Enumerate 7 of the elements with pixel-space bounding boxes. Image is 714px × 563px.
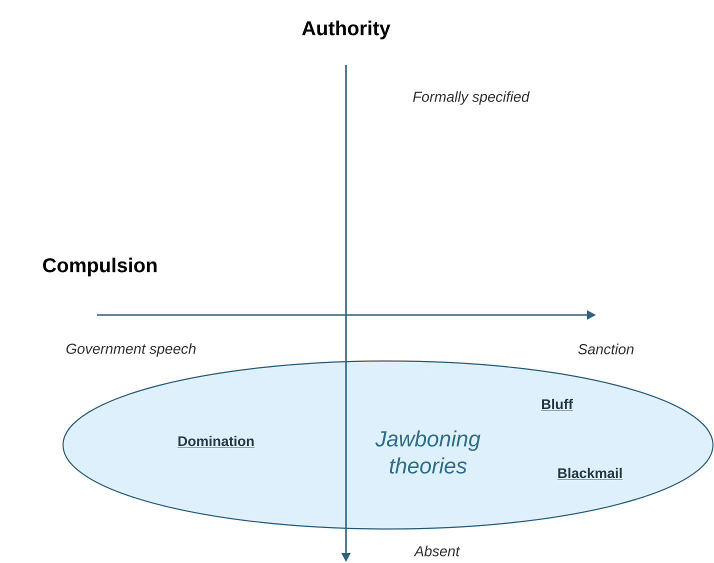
theory-label: Blackmail: [557, 468, 623, 480]
axis-title: Compulsion: [43, 258, 157, 276]
theory-label: Domination: [177, 436, 255, 448]
axis-end-label: Absent: [414, 546, 460, 556]
axis-title: Authority: [302, 20, 390, 40]
theory-label: Bluff: [540, 398, 574, 411]
axis-end-label: Formally specified: [413, 91, 530, 105]
